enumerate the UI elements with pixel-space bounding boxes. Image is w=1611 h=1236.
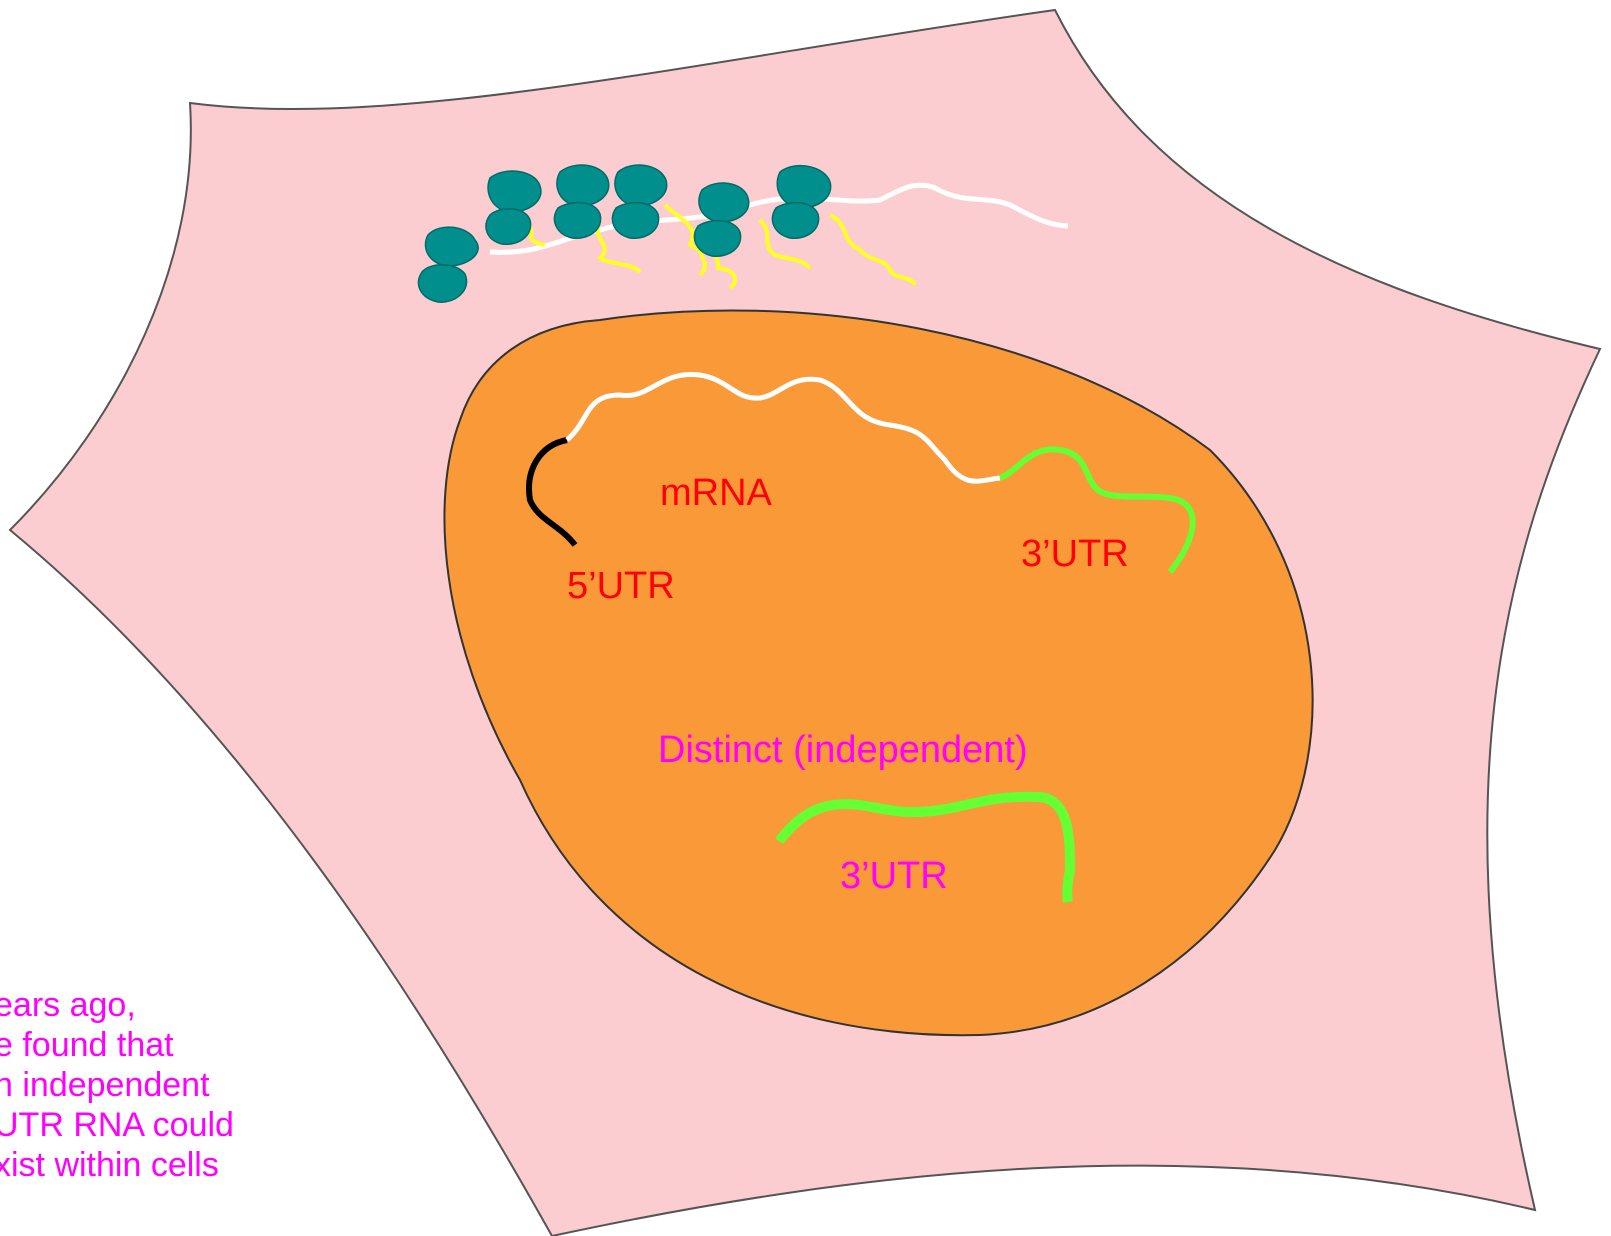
utr3-label: 3’UTR — [1021, 533, 1129, 575]
note-line: xist within cells — [0, 1145, 374, 1185]
note-line: e found that — [0, 1025, 374, 1065]
independent-utr3-label: 3’UTR — [840, 855, 948, 897]
mrna-label: mRNA — [660, 472, 773, 514]
explanatory-note: ears ago, e found that n independent UTR… — [0, 985, 374, 1185]
utr5-label: 5’UTR — [567, 565, 675, 607]
note-line: ears ago, — [0, 985, 374, 1025]
distinct-label: Distinct (independent) — [658, 729, 1028, 771]
note-line: UTR RNA could — [0, 1105, 374, 1145]
note-line: n independent — [0, 1065, 374, 1105]
